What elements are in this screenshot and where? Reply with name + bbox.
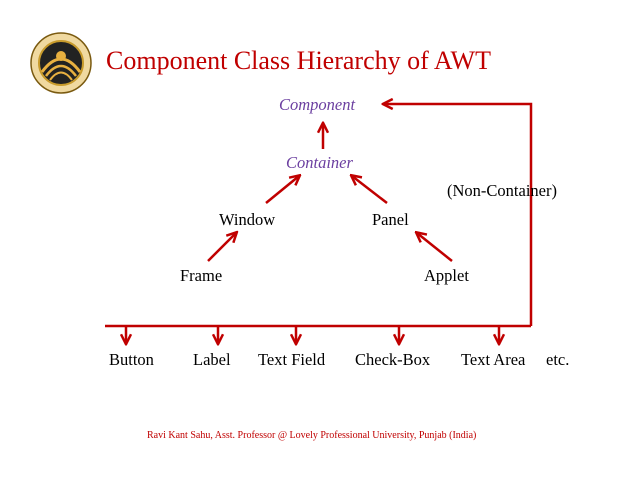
arrow-applet-to-panel (417, 233, 453, 262)
footer-credit: Ravi Kant Sahu, Asst. Professor @ Lovely… (147, 430, 477, 441)
node-panel: Panel (372, 210, 409, 229)
university-logo (30, 32, 92, 94)
leaf-text-area: Text Area (461, 350, 526, 369)
node-non-container: (Non-Container) (447, 181, 557, 200)
leaf-label: Label (193, 350, 231, 369)
leaf-etc: etc. (546, 350, 570, 369)
page-title: Component Class Hierarchy of AWT (106, 46, 491, 75)
leaf-button: Button (109, 350, 154, 369)
leaf-check-box: Check-Box (355, 350, 431, 369)
node-frame: Frame (180, 266, 223, 285)
node-window: Window (219, 210, 276, 229)
arrow-panel-to-container (352, 176, 388, 204)
node-component: Component (279, 95, 356, 114)
arrow-frame-to-window (207, 233, 236, 262)
node-applet: Applet (424, 266, 469, 285)
arrow-noncontainer-to-component (384, 104, 533, 326)
arrow-window-to-container (265, 176, 299, 204)
node-container: Container (286, 153, 353, 172)
leaf-text-field: Text Field (258, 350, 326, 369)
